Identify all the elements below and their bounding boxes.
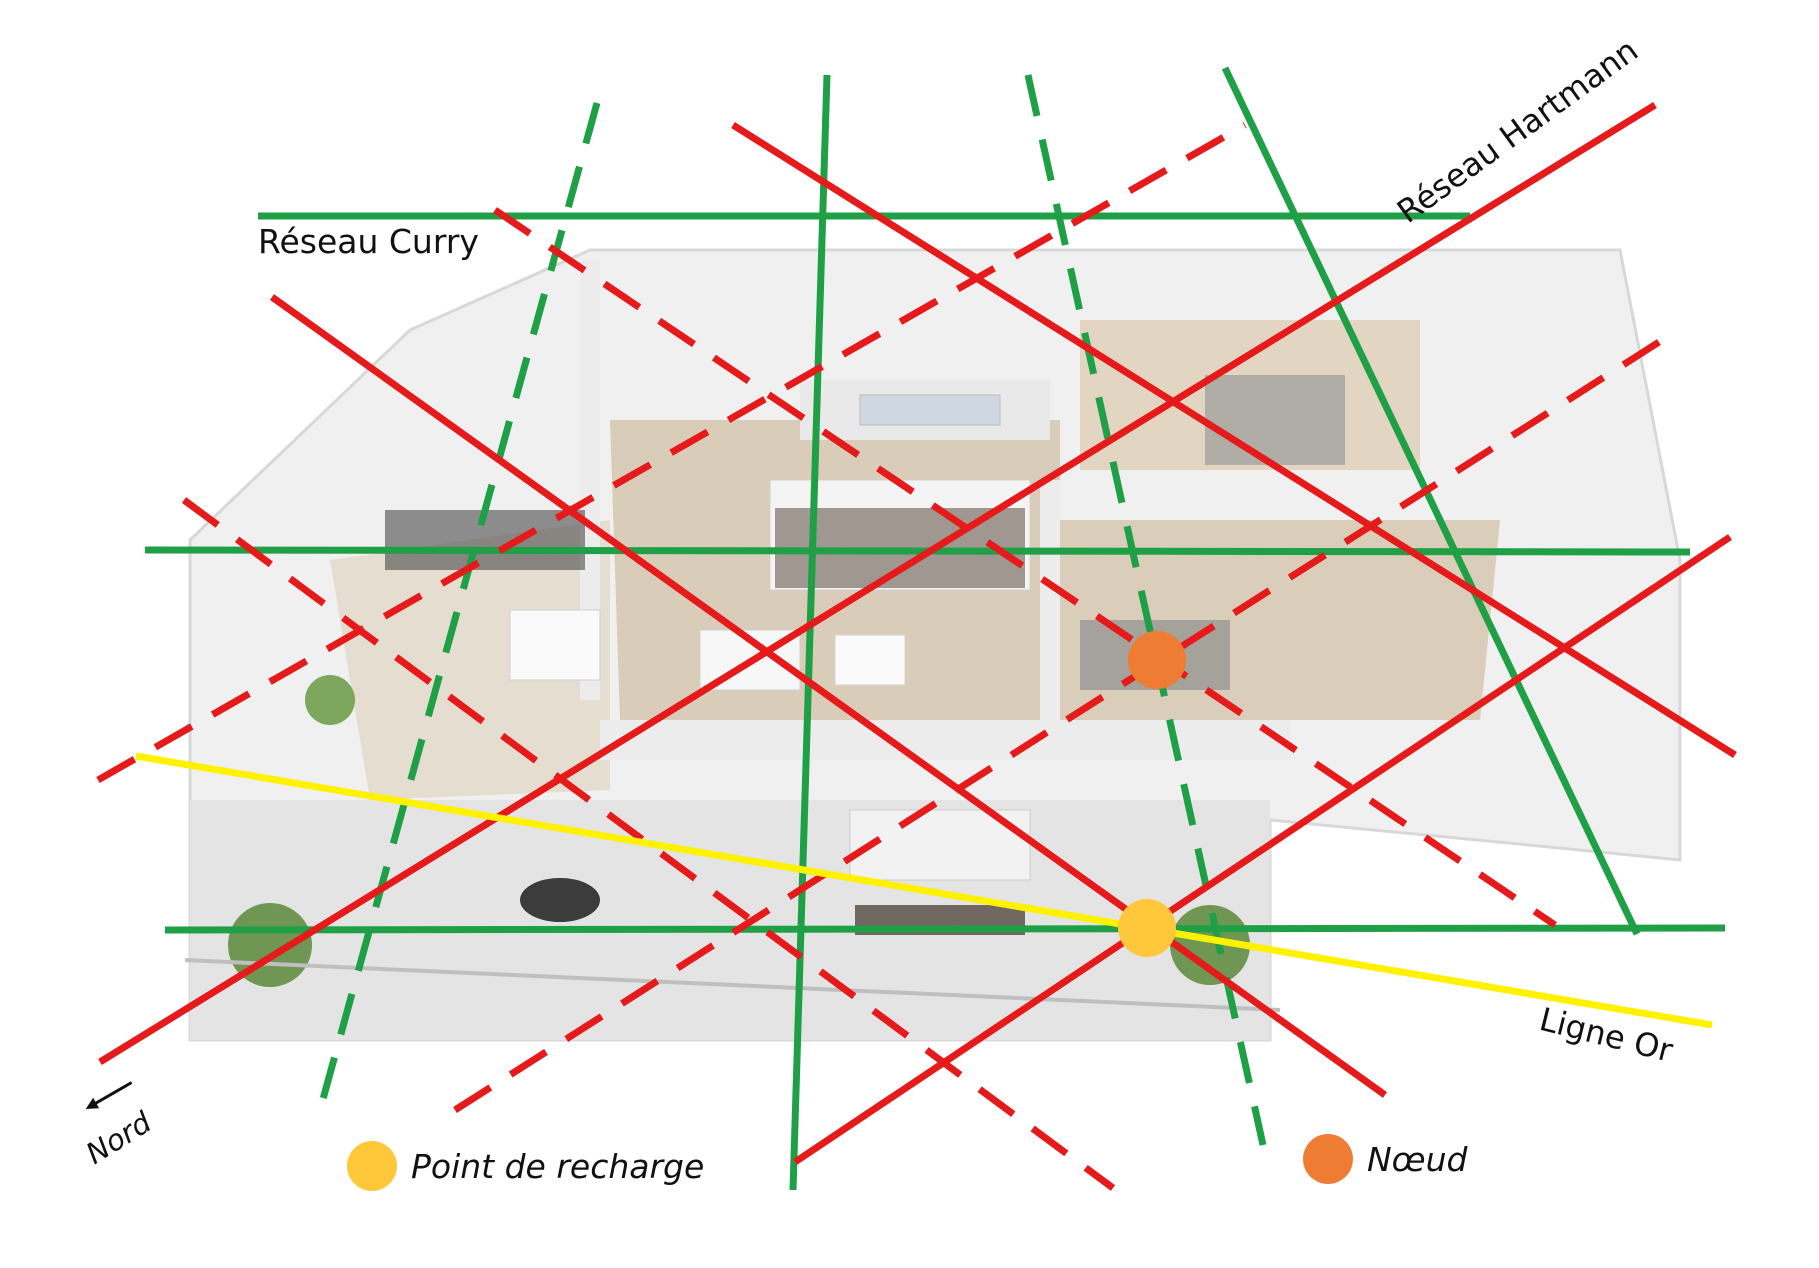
hartmann-line — [181, 497, 1116, 1191]
hartmann-network — [96, 102, 1737, 1191]
point-de-recharge-swatch — [347, 1141, 397, 1191]
plant — [1170, 905, 1250, 985]
bathtub — [859, 394, 1001, 426]
dining-table — [509, 609, 601, 681]
noeud-point — [1128, 631, 1186, 689]
hartmann-line — [98, 102, 1657, 1065]
plant — [305, 675, 355, 725]
ligne-or-line — [135, 752, 1713, 1029]
hartmann-line — [96, 121, 1247, 784]
coffee-table — [834, 634, 906, 686]
point-de-recharge — [1118, 899, 1176, 957]
kitchen-floor — [330, 520, 610, 800]
legend-item-noeud: Nœud — [1303, 1134, 1467, 1184]
hartmann-line — [493, 207, 1557, 928]
hartmann-line — [453, 332, 1672, 1113]
terrace-railing — [184, 958, 1281, 1012]
curry-line — [1024, 74, 1267, 1146]
barbecue — [520, 878, 600, 922]
curry-network — [144, 66, 1726, 1191]
hartmann-line — [793, 534, 1732, 1165]
hartmann-line — [269, 294, 1388, 1098]
curry-line — [144, 546, 1691, 556]
hartmann-line — [731, 122, 1737, 758]
curry-line — [316, 102, 601, 1111]
curry-network-label: Réseau Curry — [258, 222, 479, 261]
interior-wall — [580, 260, 600, 700]
noeud-swatch — [1303, 1134, 1353, 1184]
north-arrow-icon — [85, 1081, 133, 1109]
legend-item-point-de-recharge: Point de recharge — [347, 1141, 704, 1191]
floor-plan-illustration — [184, 248, 1682, 1042]
legend-label: Nœud — [1367, 1139, 1468, 1179]
interior-wall — [600, 720, 1290, 760]
bed — [1205, 375, 1345, 465]
legend-label: Point de recharge — [411, 1146, 705, 1186]
interior-wall — [1040, 480, 1060, 720]
curry-line — [789, 74, 831, 1191]
curry-line — [1221, 66, 1641, 936]
curry-line — [164, 924, 1726, 934]
